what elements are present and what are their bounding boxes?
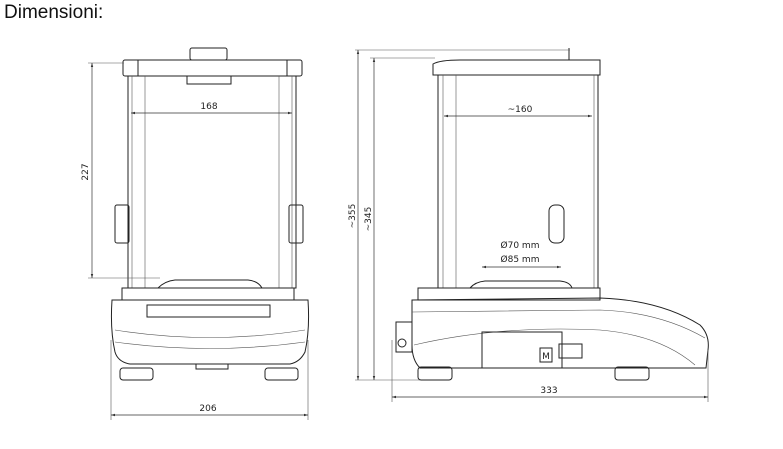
m-label-box [539,347,553,363]
dim-345: ~345 [364,207,374,232]
foot-right [264,367,299,381]
dim-160: ~160 [508,105,533,115]
side-foot-front [614,366,650,381]
dim-227: 227 [81,163,91,180]
side-door-knob [548,204,565,244]
top-frame [122,59,303,77]
base-plate [121,287,295,301]
rear-connector [395,321,413,353]
dim-206: 206 [199,404,216,414]
weighing-pan [157,279,263,289]
side-base-body [411,297,709,369]
level-indicator [558,343,583,359]
dim-355: ~355 [348,204,358,229]
top-clip [186,75,232,85]
side-foot-rear [417,366,453,381]
side-pan [469,280,573,289]
m-label: M [542,352,550,362]
side-top-lid [432,59,601,76]
side-view: M ~160 Ø70 mm Ø85 mm ~355 ~345 333 [348,48,709,402]
side-base-plate [417,287,601,301]
dim-333: 333 [540,386,557,396]
side-panel [481,331,563,369]
display-slot [146,304,271,318]
base-body [110,299,310,365]
foot-left [119,367,154,381]
dim-168: 168 [200,102,217,112]
dim-pan-70: Ø70 mm [501,240,540,251]
section-title: Dimensioni: [4,2,104,23]
dim-pan-85: Ø85 mm [501,254,540,265]
top-handle [189,47,228,61]
front-view: 168 227 206 [81,47,310,420]
side-knob-left [114,204,130,244]
side-knob-right [288,204,304,244]
